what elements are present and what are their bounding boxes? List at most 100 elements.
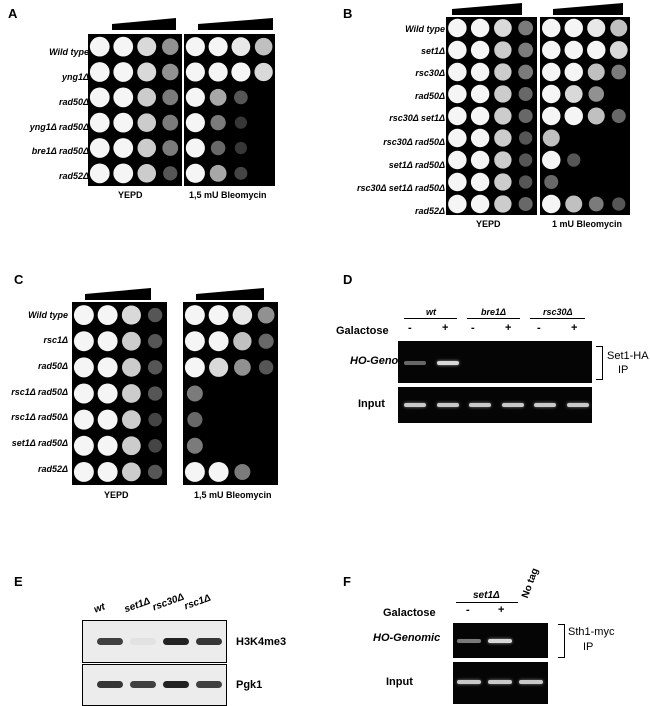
yeast-spot	[564, 40, 583, 60]
yeast-spot	[564, 62, 583, 82]
gel-band	[534, 403, 556, 407]
yeast-spot	[185, 87, 205, 107]
gel-band	[566, 403, 589, 407]
yeast-spot	[209, 88, 227, 106]
plate-caption: YEPD	[104, 490, 129, 500]
yepd-plate-c	[72, 302, 167, 485]
lane-sign: +	[498, 604, 505, 616]
yeast-spot	[470, 62, 490, 82]
dilution-wedge	[196, 288, 264, 300]
gel-band	[501, 403, 524, 407]
group-label: rsc30Δ	[543, 307, 573, 317]
group-label: wt	[426, 307, 436, 317]
group-label: bre1Δ	[481, 307, 507, 317]
yeast-spot	[542, 194, 561, 214]
yeast-spot	[97, 305, 118, 326]
yeast-spot	[609, 41, 628, 59]
gel-band	[457, 680, 481, 684]
lane-sign: -	[537, 322, 541, 334]
yeast-spot	[448, 84, 467, 104]
condition-label: Galactose	[383, 607, 436, 619]
yeast-spot	[448, 106, 467, 126]
row-label-h3k4me3: H3K4me3	[236, 636, 287, 648]
strain-label: set1Δ	[420, 46, 445, 56]
yeast-spot	[494, 85, 512, 103]
condition-label: Galactose	[336, 325, 389, 337]
yeast-spot	[258, 360, 274, 375]
yeast-spot	[187, 412, 203, 428]
yeast-spot	[208, 62, 228, 82]
yeast-spot	[185, 62, 205, 82]
yeast-spot	[518, 86, 533, 102]
row-label-ho-genomic: HO-Genomic	[373, 632, 441, 644]
blot-band	[97, 638, 123, 645]
blot-pgk1	[82, 664, 227, 706]
yeast-spot	[147, 386, 163, 401]
yeast-spot	[121, 384, 141, 403]
yeast-spot	[185, 113, 205, 133]
yeast-spot	[89, 87, 110, 108]
lane-sign: +	[505, 322, 512, 334]
yeast-spot	[564, 106, 583, 126]
yeast-spot	[184, 461, 205, 482]
strain-label: rad50Δ	[58, 97, 89, 107]
yeast-spot	[518, 108, 533, 124]
yeast-spot	[544, 174, 559, 190]
yeast-spot	[73, 409, 94, 430]
yeast-spot	[542, 84, 561, 104]
gel-band	[519, 680, 543, 684]
yeast-spot	[185, 163, 205, 183]
yeast-spot	[470, 40, 490, 60]
gel-input-f	[453, 662, 548, 704]
yeast-spot	[97, 461, 118, 482]
blot-band	[196, 681, 222, 688]
strain-label: bre1Δ rad50Δ	[31, 146, 89, 156]
strain-label: rad52Δ	[414, 206, 445, 216]
strain-label: rsc30Δ set1Δ rad50Δ	[356, 183, 445, 193]
strain-label: rad52Δ	[58, 171, 89, 181]
yeast-spot	[161, 38, 179, 55]
yeast-spot	[121, 436, 141, 456]
yeast-spot	[518, 153, 533, 167]
yeast-spot	[137, 113, 157, 132]
yeast-spot	[494, 129, 512, 147]
bracket-label: IP	[583, 641, 594, 653]
yepd-plate-b	[446, 17, 537, 215]
yeast-spot	[494, 173, 512, 191]
yeast-spot	[587, 63, 605, 81]
strain-label: rsc1Δ	[43, 335, 68, 345]
yeast-spot	[494, 19, 512, 37]
panel-label-b: B	[343, 6, 353, 21]
blot-band	[130, 638, 156, 645]
yeast-spot	[137, 138, 157, 158]
row-label-input: Input	[358, 398, 385, 410]
group-underline	[467, 318, 520, 319]
gel-band	[436, 403, 459, 407]
yeast-spot	[162, 89, 179, 106]
dilution-wedge	[198, 18, 273, 30]
yeast-spot	[234, 116, 247, 129]
yeast-spot	[113, 87, 134, 108]
yeast-spot	[542, 150, 561, 170]
yeast-spot	[148, 412, 162, 427]
strain-label: rsc1Δ rad50Δ	[11, 412, 68, 422]
yeast-spot	[113, 62, 134, 82]
yeast-spot	[518, 20, 534, 36]
yeast-spot	[542, 18, 561, 38]
yeast-spot	[494, 63, 512, 81]
bleomycin-plate-c	[183, 302, 278, 485]
yeast-spot	[470, 18, 490, 38]
yeast-spot	[186, 385, 203, 402]
yeast-spot	[542, 106, 561, 126]
yeast-spot	[494, 107, 512, 125]
yeast-spot	[97, 331, 118, 352]
plate-caption: 1 mU Bleomycin	[552, 219, 623, 229]
yeast-spot	[254, 62, 273, 82]
yeast-spot	[162, 140, 179, 156]
yeast-spot	[209, 164, 227, 182]
plate-caption: 1,5 mU Bleomycin	[194, 490, 272, 500]
yeast-spot	[494, 151, 512, 169]
gel-band	[488, 680, 512, 684]
yeast-spot	[113, 138, 134, 158]
gel-band	[436, 361, 459, 365]
